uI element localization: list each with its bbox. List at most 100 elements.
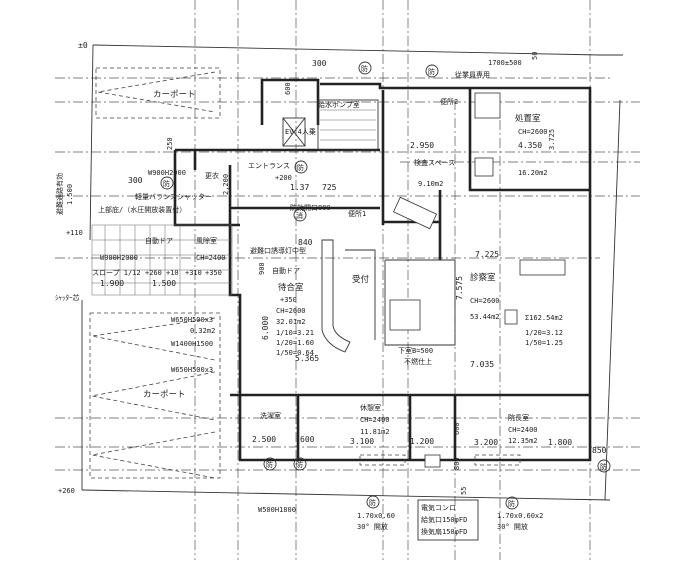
dim-600-vert: 600 <box>453 422 461 435</box>
dim-850: 850 <box>592 446 607 455</box>
staircase <box>317 99 379 151</box>
carport-top <box>95 67 221 119</box>
vent1-size: 1.70x0.60 <box>357 512 395 520</box>
vent2-open: 30° 開放 <box>497 522 528 531</box>
stove-note-3: 換気扇150φFD <box>421 527 467 536</box>
carport-bottom <box>89 312 221 479</box>
slope-dim1: 1.900 <box>100 279 124 288</box>
entrance-level: +200 <box>275 174 292 182</box>
waiting-ratio-10: 1/10=3.21 <box>276 329 314 337</box>
window-w1400: W1400H1500 <box>171 340 213 348</box>
director-ch: CH=2400 <box>508 426 538 434</box>
dim-250: 250 <box>166 137 174 150</box>
level-zero: ±0 <box>78 41 88 50</box>
ev-label: EV 4人乗 <box>285 127 316 136</box>
director-width2: 1.800 <box>548 438 572 447</box>
treatment-ch: CH=2600 <box>518 128 548 136</box>
total-area: Σ162.54m2 <box>525 314 563 322</box>
windbreak-name: 風除室 <box>196 236 217 245</box>
fire-mark-icon: 防 <box>297 163 304 172</box>
fire-mark-icon: 防 <box>600 462 607 471</box>
fire-mark-icon: 防 <box>163 179 170 188</box>
exam-ch: CH=2600 <box>470 297 500 305</box>
shutter-core: ｼｬｯﾀｰ芯 <box>55 293 80 302</box>
stove-note-1: 電気コンロ <box>421 503 456 512</box>
exam-height: 7.575 <box>455 276 464 300</box>
window-w650-2: W650H500x3 <box>171 366 213 374</box>
changing-label: 更衣 <box>205 171 219 180</box>
rest-width: 3.100 <box>350 437 374 446</box>
window-area: 0.32m2 <box>190 327 215 335</box>
director-width: 3.200 <box>474 438 498 447</box>
waiting-ratio-50: 1/50=0.64 <box>276 349 314 357</box>
entrance-dim1: 1.37 <box>290 183 309 192</box>
ceiling-note-1: 下室B=500 <box>398 346 433 355</box>
waiting-width: 5.365 <box>295 354 319 363</box>
fire-mark-icon: 防 <box>296 460 303 469</box>
rest-room-name: 休憩室 <box>360 403 381 412</box>
treatment-area: 16.20m2 <box>518 169 548 177</box>
level-p260: +260 <box>58 487 75 495</box>
slope-window: W900H2000 <box>100 254 138 262</box>
entrance-label: エントランス <box>248 162 290 170</box>
exam-ratio-50: 1/50=1.25 <box>525 339 563 347</box>
dim-300b: 300 <box>128 176 143 185</box>
director-room-name: 院長室 <box>508 413 529 422</box>
carport-bottom-label: カーポート <box>143 390 186 400</box>
inspection-name: 検査スペース <box>414 158 455 167</box>
dim-600: 600 <box>284 82 292 95</box>
slope-dim2: 1.500 <box>152 279 176 288</box>
inspection-area: 9.10m2 <box>418 180 443 188</box>
slope-lvl4: +350 <box>205 269 222 277</box>
windbreak-ch: CH=2400 <box>196 254 226 262</box>
rest-ch: CH=2400 <box>360 416 390 424</box>
dim-50: 50 <box>531 52 539 60</box>
slope-lvl2: +10 <box>166 269 179 277</box>
fire-mark-icon: 防 <box>361 64 368 73</box>
reception-desk <box>345 249 376 340</box>
fire-mark-icon: 防 <box>266 460 273 469</box>
exam-width1: 7.225 <box>475 250 499 259</box>
dim-300: 300 <box>312 59 327 68</box>
level-p110: +110 <box>66 229 83 237</box>
site-boundary <box>81 44 623 501</box>
fire-mark-icon: 防 <box>369 498 376 507</box>
waiting-ch: CH=2600 <box>276 307 306 315</box>
entrance-dim2: 725 <box>322 183 337 192</box>
staff-only-label: 従業員専用 <box>455 70 490 79</box>
dim-1700: 1700±500 <box>488 59 522 67</box>
waiting-height: 6.000 <box>261 316 270 340</box>
inspection-width: 2.950 <box>410 141 434 150</box>
carport-top-label: カーポート <box>153 90 196 100</box>
canopy-label: 上部庇/（水圧開放装置付） <box>98 205 186 214</box>
evac-path-label: 避難通路有効 <box>55 173 64 215</box>
slope-tiles <box>91 224 233 296</box>
toilet2-label: 便所2 <box>440 97 458 106</box>
director-area: 12.35m2 <box>508 437 538 445</box>
dim-1200: 1.200 <box>410 437 434 446</box>
exam-room-name: 診察室 <box>470 272 496 283</box>
treatment-room-name: 処置室 <box>515 113 541 124</box>
waiting-room-name: 待合室 <box>278 282 304 293</box>
fire-mark-icon: 防 <box>508 499 515 508</box>
exit-light-label: 避難口誘導灯中型 <box>250 246 306 255</box>
laundry-600: 600 <box>300 435 315 444</box>
reception-counter <box>321 239 351 353</box>
shutter-label: 軽量バランスシャッター <box>135 192 212 201</box>
slope-ratio: スロープ 1/12 <box>92 269 141 277</box>
windbreak-autodoor: 自動ドア <box>145 236 173 245</box>
ceiling-note-2: 不燃仕上 <box>404 357 432 366</box>
waiting-area: 32.01m2 <box>276 318 306 326</box>
waiting-ratio-20: 1/20=1.60 <box>276 339 314 347</box>
toilet1-label: 便所1 <box>348 209 366 218</box>
window-w650-1: W650H500x3 <box>171 316 213 324</box>
treatment-width: 4.350 <box>518 141 542 150</box>
laundry-name: 洗濯室 <box>260 411 281 420</box>
exam-width2: 7.035 <box>470 360 494 369</box>
window-w900-top: W900H2000 <box>148 169 186 177</box>
furniture <box>359 92 566 468</box>
waiting-autodoor: 自動ドア <box>272 266 300 275</box>
exam-ratio-20: 1/20=3.12 <box>525 329 563 337</box>
dim-840: 840 <box>298 238 313 247</box>
